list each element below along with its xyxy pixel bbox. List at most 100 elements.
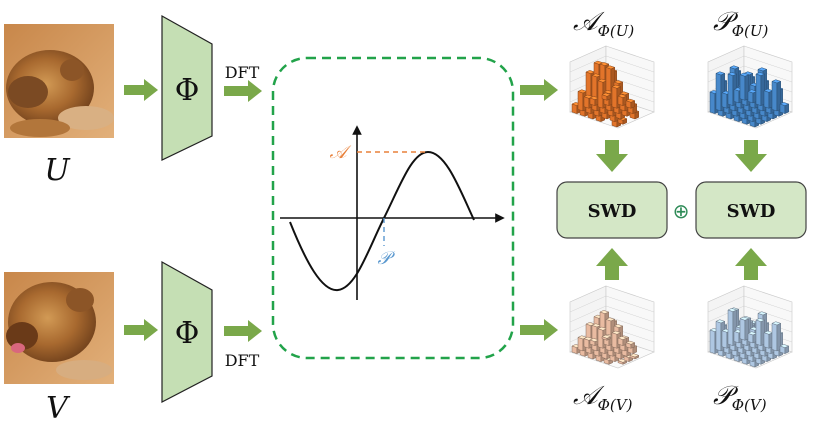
spectrum-bar-top: [605, 65, 616, 70]
spectrum-bar-top: [715, 319, 726, 324]
spectrum-bar-top: [629, 353, 640, 358]
spectrum-bar-top: [757, 67, 768, 72]
spectrum-bar-top: [729, 65, 740, 70]
spectrum-bar-top: [739, 72, 750, 77]
input-image-u: [4, 24, 114, 138]
spectrum-bar-top: [625, 340, 636, 345]
input-label-v: V: [46, 391, 71, 422]
spectrum-bar-top: [755, 318, 766, 322]
waveform-frame: [271, 56, 515, 360]
spectrum-bar-top: [599, 62, 610, 66]
spectrum-bar-top: [779, 344, 790, 348]
input-image-v: [4, 272, 114, 384]
spectrum-bar-face: [611, 332, 618, 349]
spectrum-gridline: [569, 55, 607, 73]
arrow-encoder-bottom-to-waveform: [224, 320, 262, 342]
spectrum-bar-face: [755, 73, 762, 106]
arrow-phase-u-to-swd: [735, 140, 767, 172]
spectrum-phase-u: [707, 45, 793, 129]
spectrum-bar-face: [591, 324, 598, 352]
waveform-amplitude-label: 𝒜: [329, 142, 351, 163]
swd-label-phase: SWD: [727, 201, 776, 222]
sine-curve: [289, 150, 475, 292]
encoder-symbol-top: Φ: [175, 73, 200, 108]
spectrum-bar-face: [771, 80, 778, 112]
spectrum-bar-face: [715, 72, 722, 112]
spectrum-bar-top: [727, 72, 738, 76]
spectrum-gridline: [605, 295, 655, 313]
spectrum-gridline: [569, 305, 607, 323]
spectrum-bar-top: [755, 72, 766, 76]
spectrum-bar-face: [721, 92, 728, 109]
spectrum-bar-top: [757, 311, 768, 316]
combine-symbol: ⊕: [673, 201, 690, 223]
input-label-u: U: [44, 153, 71, 188]
spectrum-bar-top: [617, 336, 628, 340]
dft-label-top: DFT: [225, 63, 260, 82]
spectrum-bar-top: [613, 80, 624, 84]
spectrum-bar-face: [755, 319, 762, 346]
spectrum-gridline: [707, 55, 745, 73]
spectrum-gridline: [707, 305, 745, 323]
arrow-amp-u-to-swd: [596, 140, 628, 172]
spectrum-amplitude-v: [569, 285, 655, 369]
spectrum-gridline: [743, 305, 793, 323]
encoder-top: Φ: [161, 14, 213, 161]
arrow-waveform-to-spectra-v: [520, 319, 558, 341]
spectrum-bar-top: [599, 310, 610, 314]
spectrum-bar-face: [739, 318, 746, 341]
swd-box-amplitude: SWD: [556, 181, 668, 239]
spectrum-bar-face: [709, 91, 716, 115]
spectrum-bar-top: [715, 71, 726, 76]
spectrum-amplitude-u: [569, 45, 655, 129]
spectrum-gridline: [605, 55, 655, 73]
spectrum-phase-v: [707, 285, 793, 369]
spectrum-bar-face: [747, 90, 754, 104]
spectrum-gridline: [707, 295, 745, 313]
waveform-phase-label: 𝒫: [378, 248, 396, 269]
dft-label-bottom: DFT: [225, 351, 260, 370]
spectrum-bar-top: [779, 102, 790, 106]
arrow-encoder-top-to-waveform: [224, 80, 262, 102]
spectrum-bar-top: [617, 94, 628, 98]
spectrum-bar-face: [739, 74, 746, 101]
encoder-bottom: Φ: [161, 260, 213, 403]
spectrum-bar-face: [771, 322, 778, 352]
spectrum-bar-face: [727, 73, 734, 106]
spectrum-bar-top: [611, 330, 622, 335]
spectrum-gridline: [605, 305, 655, 323]
spectrum-bar-face: [715, 320, 722, 352]
label-phase-u: 𝒫Φ(U): [713, 7, 769, 40]
spectrum-bar-top: [771, 321, 782, 326]
arrow-image-v-to-encoder: [124, 319, 158, 341]
spectrum-gridline: [605, 315, 655, 333]
arrow-waveform-to-spectra-u: [520, 79, 558, 101]
spectrum-bar-top: [739, 316, 750, 321]
arrow-image-u-to-encoder: [124, 79, 158, 101]
label-phase-v: 𝒫Φ(V): [713, 381, 767, 414]
spectrum-gridline: [743, 295, 793, 313]
spectrum-bar-top: [605, 317, 616, 322]
spectrum-gridline: [569, 295, 607, 313]
waveform-plot: 𝒜 𝒫: [280, 125, 505, 300]
spectrum-bar-top: [727, 308, 738, 312]
spectrum-bar-face: [583, 96, 590, 109]
spectrum-bar-top: [601, 334, 612, 339]
spectrum-bar-top: [771, 79, 782, 84]
swd-label-amplitude: SWD: [588, 201, 637, 222]
spectrum-gridline: [743, 65, 793, 83]
spectrum-bar-face: [763, 332, 770, 349]
spectrum-bar-top: [613, 324, 624, 328]
spectrum-bar-top: [625, 98, 636, 103]
spectrum-bar-face: [709, 329, 716, 355]
swd-box-phase: SWD: [695, 181, 807, 239]
arrow-amp-v-to-swd: [596, 248, 628, 280]
spectrum-bar-face: [721, 330, 728, 349]
spectrum-bar-top: [601, 92, 612, 97]
spectrum-bar-face: [577, 90, 584, 112]
spectrum-bar-top: [611, 84, 622, 89]
spectrum-bar-face: [577, 336, 584, 352]
arrow-phase-v-to-swd: [735, 248, 767, 280]
spectrum-bar-top: [619, 91, 630, 96]
